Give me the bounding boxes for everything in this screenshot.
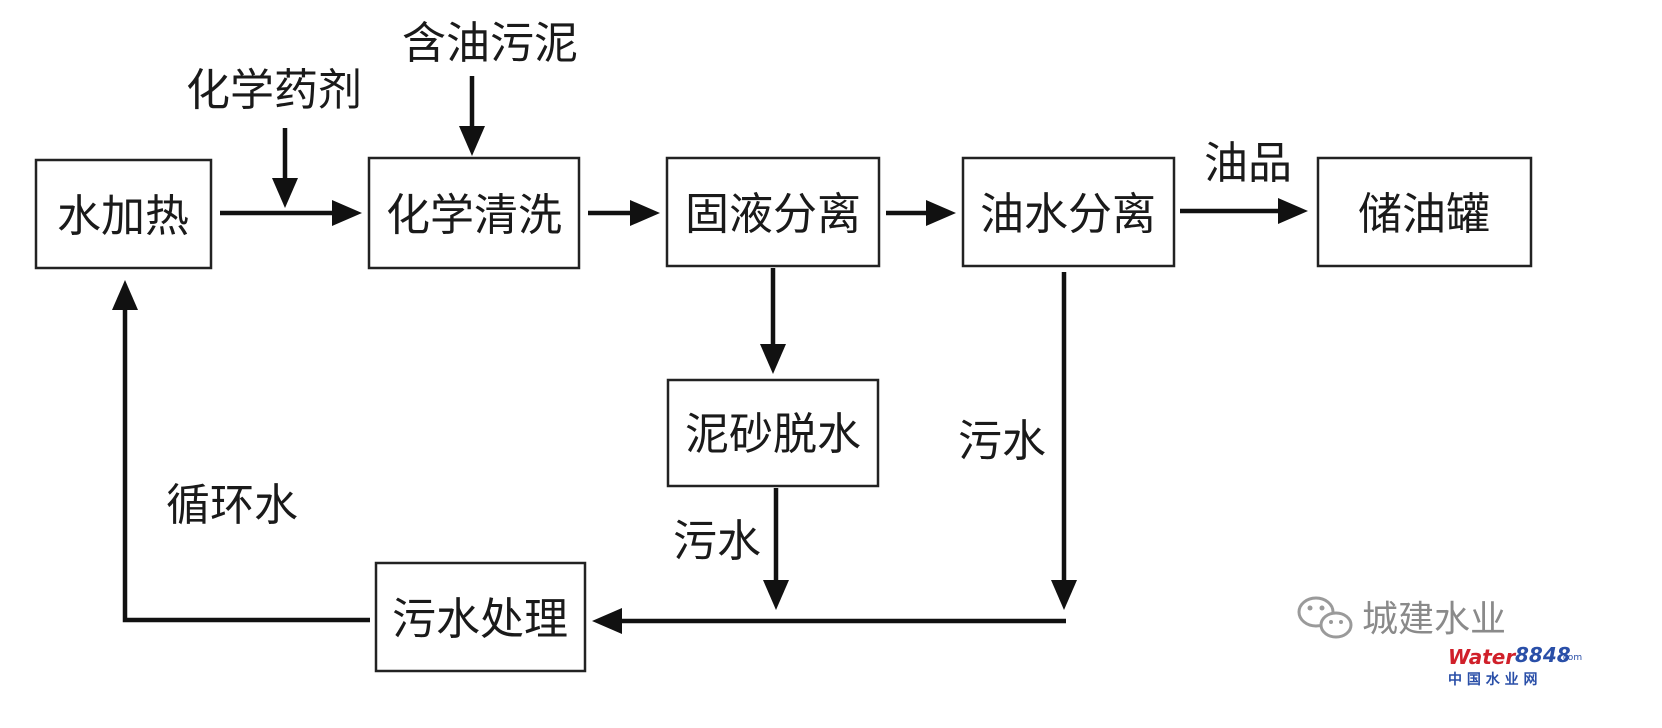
node-water-heating: 水加热	[34, 158, 213, 270]
node-oil-storage-tank: 储油罐	[1316, 156, 1533, 268]
node-chemical-cleaning: 化学清洗	[367, 156, 581, 270]
node-oil-water-separation: 油水分离	[961, 156, 1176, 268]
node-oil-water-separation-label: 油水分离	[980, 189, 1156, 240]
input-oily-sludge-label: 含油污泥	[402, 18, 578, 69]
edge-circulating-water	[112, 280, 370, 623]
edge-label-wastewater-middle: 污水	[673, 516, 761, 567]
watermark-logo-domain: .com	[1560, 653, 1582, 663]
watermark: 城建水业 Water 8848 .com 中 国 水 业 网	[1297, 596, 1582, 688]
edge-sls-to-dewatering	[760, 268, 786, 374]
edge-to-treatment	[592, 608, 1066, 634]
edge-dewatering-wastewater	[763, 488, 789, 610]
node-solid-liquid-separation: 固液分离	[665, 156, 881, 268]
node-sand-dewatering-label: 泥砂脱水	[685, 409, 861, 460]
node-oil-storage-tank-label: 储油罐	[1358, 189, 1490, 240]
node-wastewater-treatment: 污水处理	[374, 561, 587, 673]
node-solid-liquid-separation-label: 固液分离	[685, 189, 861, 240]
edge-chemicals-in	[272, 128, 298, 208]
edge-label-wastewater-right: 污水	[958, 416, 1046, 467]
node-wastewater-treatment-label: 污水处理	[392, 594, 568, 645]
node-water-heating-label: 水加热	[57, 191, 189, 242]
input-chemicals-label: 化学药剂	[186, 65, 362, 116]
watermark-logo-water: Water	[1448, 645, 1516, 669]
wechat-icon	[1297, 596, 1353, 639]
edge-label-circulating-water: 循环水	[166, 480, 298, 531]
watermark-account: 城建水业	[1362, 599, 1506, 640]
node-sand-dewatering: 泥砂脱水	[666, 378, 880, 488]
edge-ows-wastewater	[1051, 272, 1077, 610]
watermark-logo-number: 8848	[1515, 643, 1571, 667]
edge-ows-to-tank	[1180, 198, 1308, 224]
watermark-logo-cn: 中 国 水 业 网	[1448, 671, 1538, 688]
node-chemical-cleaning-label: 化学清洗	[386, 190, 562, 241]
edge-oily-sludge-in	[459, 76, 485, 156]
edge-cleaning-to-sls	[588, 200, 660, 226]
edge-label-oil-product: 油品	[1204, 138, 1292, 189]
edge-heating-to-cleaning	[220, 200, 362, 226]
edge-sls-to-ows	[886, 200, 956, 226]
